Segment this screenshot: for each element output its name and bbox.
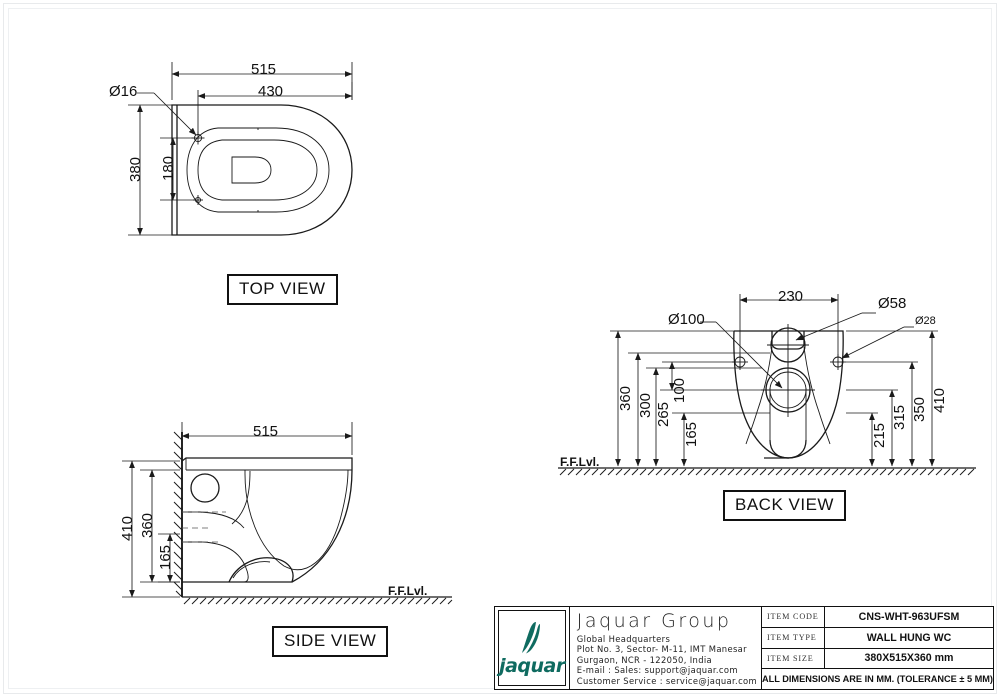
back-dim-300: 300 <box>637 392 655 419</box>
back-dim-dia58: Ø58 <box>878 295 907 312</box>
back-dim-215: 215 <box>871 422 889 449</box>
spec-row-item-code: ITEM CODE CNS-WHT-963UFSM <box>762 607 993 628</box>
side-floor-level-label: F.F.Lvl. <box>388 584 428 598</box>
address-line: E-mail : Sales: support@jaquar.com <box>576 665 738 676</box>
side-dim-410: 410 <box>119 515 137 542</box>
top-dim-515: 515 <box>251 61 277 78</box>
address-line: Plot No. 3, Sector- M-11, IMT Manesar <box>576 644 747 655</box>
view-label-side: SIDE VIEW <box>272 626 389 657</box>
spec-value-item-size: 380X515X360 mm <box>864 652 954 665</box>
address-line: Gurgaon, NCR - 122050, India <box>576 654 713 665</box>
back-dim-dia100: Ø100 <box>668 311 705 328</box>
spec-row-note: ALL DIMENSIONS ARE IN MM. (TOLERANCE ± 5… <box>762 669 993 689</box>
spec-value-item-code: CNS-WHT-963UFSM <box>858 610 960 623</box>
top-dim-380: 380 <box>127 156 145 183</box>
top-dim-430: 430 <box>258 83 284 100</box>
side-view-geometry <box>173 431 453 605</box>
back-dim-265: 265 <box>655 401 673 428</box>
brand-logo-wordmark: jaquar <box>499 655 565 677</box>
top-dim-dia16: Ø16 <box>109 83 138 100</box>
company-name: Jaquar Group <box>576 610 732 632</box>
view-label-top: TOP VIEW <box>227 274 338 305</box>
spec-key: ITEM SIZE <box>762 648 825 669</box>
back-view-dimensions <box>610 294 938 467</box>
dimension-note: ALL DIMENSIONS ARE IN MM. (TOLERANCE ± 5… <box>762 674 993 685</box>
brand-logo-cell: jaquar <box>495 607 570 689</box>
back-dim-230: 230 <box>778 288 804 305</box>
spec-value-item-type: WALL HUNG WC <box>866 631 952 644</box>
company-address-cell: Jaquar Group Global Headquarters Plot No… <box>570 607 762 689</box>
back-dim-410: 410 <box>931 387 949 414</box>
jaquar-swoosh-icon <box>521 622 540 654</box>
address-line: Global Headquarters <box>576 634 671 644</box>
back-dim-100: 100 <box>671 377 689 404</box>
side-dim-165: 165 <box>157 544 175 571</box>
view-label-back: BACK VIEW <box>723 490 846 521</box>
drawing-frame-outer <box>3 3 997 694</box>
back-dim-360: 360 <box>617 385 635 412</box>
back-dim-315: 315 <box>891 404 909 431</box>
spec-row-item-size: ITEM SIZE 380X515X360 mm <box>762 648 993 670</box>
side-dim-515: 515 <box>253 423 279 440</box>
address-line: Customer Service : service@jaquar.com <box>576 675 757 686</box>
back-dim-350: 350 <box>911 396 929 423</box>
spec-key: ITEM TYPE <box>762 627 825 648</box>
title-block: jaquar Jaquar Group Global Headquarters … <box>494 606 994 690</box>
back-floor-level-label: F.F.Lvl. <box>560 455 600 469</box>
brand-logo: jaquar <box>498 610 566 686</box>
top-view-geometry <box>171 104 353 236</box>
side-dim-360: 360 <box>139 512 157 539</box>
spec-key: ITEM CODE <box>762 607 825 627</box>
spec-row-item-type: ITEM TYPE WALL HUNG WC <box>762 627 993 649</box>
top-view-dimensions <box>128 62 353 236</box>
side-view-dimensions <box>122 422 353 598</box>
top-dim-180: 180 <box>160 155 178 182</box>
back-dim-dia28: Ø28 <box>915 315 936 327</box>
back-dim-165: 165 <box>683 421 701 448</box>
item-spec-table: ITEM CODE CNS-WHT-963UFSM ITEM TYPE WALL… <box>762 607 993 689</box>
